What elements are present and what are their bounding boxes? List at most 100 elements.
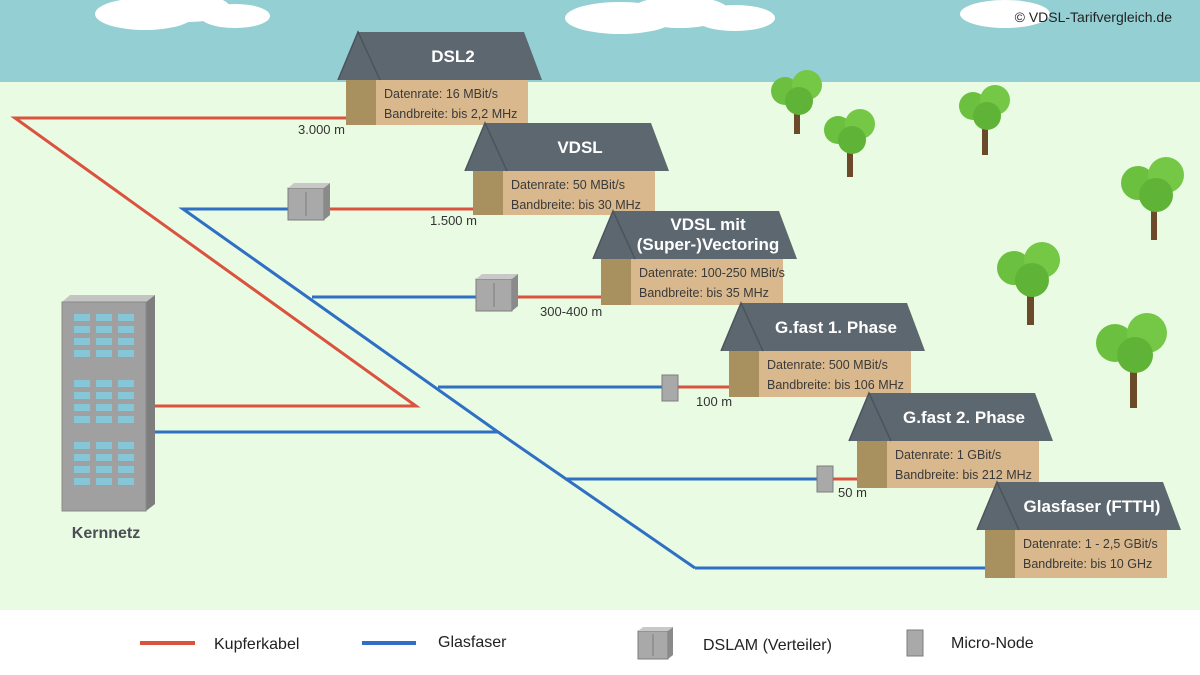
house-data-rate: Datenrate: 16 MBit/s <box>384 87 498 101</box>
legend-background <box>0 610 1200 675</box>
house-front-wall <box>759 351 911 397</box>
building-window <box>74 416 90 423</box>
tree-icon <box>959 85 1010 155</box>
building-window <box>118 380 134 387</box>
house-data-rate: Datenrate: 1 - 2,5 GBit/s <box>1023 537 1158 551</box>
building-window <box>118 350 134 357</box>
house-roof <box>465 123 669 171</box>
house-roof <box>338 32 542 80</box>
house-roof-edge <box>592 209 636 260</box>
house-title: VDSL <box>557 138 602 157</box>
building-window <box>96 442 112 449</box>
house-bandwidth: Bandbreite: bis 35 MHz <box>639 286 769 300</box>
micro-node <box>816 465 834 493</box>
house-bandwidth: Bandbreite: bis 30 MHz <box>511 198 641 212</box>
legend-micronode-icon <box>906 629 924 657</box>
house-bandwidth: Bandbreite: bis 212 MHz <box>895 468 1032 482</box>
house-title: G.fast 2. Phase <box>903 408 1025 427</box>
house-roof <box>721 303 925 351</box>
legend-dslam-icon <box>637 627 673 660</box>
building-window <box>118 442 134 449</box>
house-data-rate: Datenrate: 500 MBit/s <box>767 358 888 372</box>
fiber-cables <box>148 207 1000 570</box>
building-window <box>118 478 134 485</box>
house-front-wall <box>887 441 1039 488</box>
distance-label: 1.500 m <box>430 213 477 228</box>
cloud-icon <box>960 0 1050 28</box>
house-roof-edge <box>848 391 892 442</box>
building-window <box>74 466 90 473</box>
house-front-wall <box>1015 530 1167 578</box>
building-window <box>74 350 90 357</box>
distance-label: 100 m <box>696 394 732 409</box>
building-window <box>118 314 134 321</box>
house-title: DSL2 <box>431 47 474 66</box>
house-roof <box>849 393 1053 441</box>
building-window <box>74 454 90 461</box>
house-roof <box>977 482 1181 530</box>
house-front-wall <box>503 171 655 215</box>
building-window <box>118 416 134 423</box>
building-window <box>118 338 134 345</box>
tree-icon <box>997 242 1060 325</box>
cloud-icon <box>565 0 775 34</box>
house-front-wall <box>631 259 783 305</box>
building-window <box>96 380 112 387</box>
house-roof-edge <box>464 121 508 172</box>
distance-label: 300-400 m <box>540 304 602 319</box>
house-roof-edge <box>720 301 764 352</box>
building-window <box>96 314 112 321</box>
building-window <box>74 392 90 399</box>
house-title: G.fast 1. Phase <box>775 318 897 337</box>
legend: Kupferkabel Glasfaser DSLAM (Verteiler) … <box>140 627 1034 660</box>
dslam-cabinet <box>287 183 330 221</box>
building-window <box>96 326 112 333</box>
copyright-text: © VDSL-Tarifvergleich.de <box>1015 9 1173 25</box>
building-window <box>74 338 90 345</box>
house-bandwidth: Bandbreite: bis 2,2 MHz <box>384 107 517 121</box>
house-title-line: (Super-)Vectoring <box>637 235 780 254</box>
house-front-wall <box>376 80 528 125</box>
building-window <box>96 478 112 485</box>
house-title-line: VDSL mit <box>670 215 746 234</box>
cloud-icon <box>95 0 270 30</box>
tree-icon <box>824 109 875 177</box>
dslam-cabinet <box>475 274 518 312</box>
building-window <box>118 404 134 411</box>
tree-icon <box>1096 313 1167 408</box>
building-window <box>96 466 112 473</box>
house-bandwidth: Bandbreite: bis 10 GHz <box>1023 557 1152 571</box>
legend-dslam-label: DSLAM (Verteiler) <box>703 637 832 654</box>
legend-fiber-label: Glasfaser <box>438 634 507 651</box>
building-window <box>96 416 112 423</box>
house-data-rate: Datenrate: 100-250 MBit/s <box>639 266 785 280</box>
building-window <box>96 454 112 461</box>
building-window <box>74 326 90 333</box>
house-roof-edge <box>976 480 1020 531</box>
building-window <box>96 350 112 357</box>
house-roof <box>593 211 797 259</box>
legend-copper-label: Kupferkabel <box>214 636 299 653</box>
building-window <box>96 392 112 399</box>
house-bandwidth: Bandbreite: bis 106 MHz <box>767 378 904 392</box>
building-window <box>118 466 134 473</box>
tree-icon <box>1121 157 1184 240</box>
building-window <box>74 404 90 411</box>
house-roof-edge <box>337 30 381 81</box>
distance-label: 50 m <box>838 485 867 500</box>
distance-label: 3.000 m <box>298 122 345 137</box>
building-window <box>96 338 112 345</box>
micro-node <box>661 374 679 402</box>
building-window <box>74 478 90 485</box>
house-title: Glasfaser (FTTH) <box>1024 497 1161 516</box>
house-data-rate: Datenrate: 1 GBit/s <box>895 448 1001 462</box>
building-window <box>118 392 134 399</box>
building-window <box>74 442 90 449</box>
